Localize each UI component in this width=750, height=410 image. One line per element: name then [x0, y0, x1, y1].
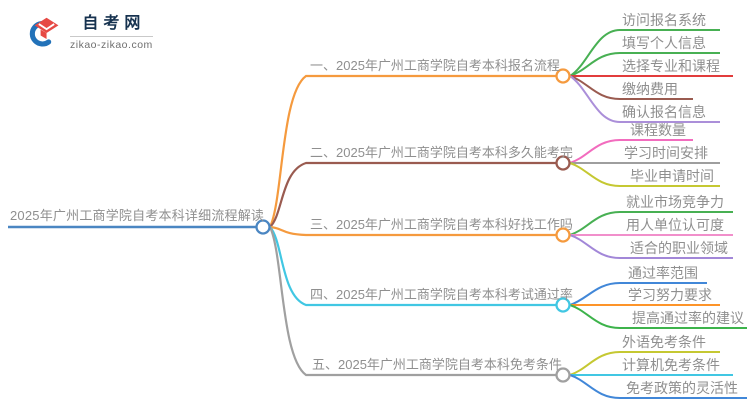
- branch-5-child-2-label: 计算机免考条件: [622, 357, 720, 373]
- branch-3-child-1-line: [569, 211, 733, 236]
- branch-5-line: [269, 226, 556, 377]
- branch-2-child-3-line: [569, 162, 720, 187]
- branch-2-child-3-label: 毕业申请时间: [630, 168, 714, 184]
- branch-1-child-4-label: 缴纳费用: [622, 81, 678, 97]
- branch-5-child-1-label: 外语免考条件: [622, 334, 706, 350]
- branch-2-node-circle: [555, 155, 571, 171]
- root-topic-label: 2025年广州工商学院自考本科详细流程解读: [10, 208, 265, 223]
- branch-1-child-4-line: [569, 75, 693, 100]
- root-node-circle: [255, 219, 271, 235]
- branch-1-child-5-line: [569, 75, 720, 123]
- branch-3-child-3-label: 适合的职业领域: [630, 240, 728, 256]
- branch-3-node-circle: [555, 227, 571, 243]
- logo-divider: [70, 36, 153, 37]
- branch-1-child-5-label: 确认报名信息: [622, 104, 706, 120]
- site-logo: 自考网 zikao-zikao.com: [27, 14, 153, 51]
- branch-4-child-1-line: [569, 282, 707, 306]
- branch-3-label: 三、2025年广州工商学院自考本科好找工作吗: [310, 217, 573, 232]
- branch-1-line: [269, 74, 556, 228]
- branch-3-child-3-line: [569, 234, 733, 259]
- branch-2-line: [269, 161, 556, 228]
- branch-4-child-1-label: 通过率范围: [628, 265, 698, 281]
- branch-4-child-2-label: 学习努力要求: [628, 287, 712, 303]
- branch-4-label: 四、2025年广州工商学院自考本科考试通过率: [310, 287, 573, 302]
- branch-5-child-3-label: 免考政策的灵活性: [626, 380, 738, 396]
- branch-5-child-1-line: [569, 351, 720, 376]
- branch-4-node-circle: [555, 297, 571, 313]
- branch-5-node-circle: [555, 367, 571, 383]
- branch-2-child-1-label: 课程数量: [630, 122, 686, 138]
- branch-3-child-1-label: 就业市场竞争力: [626, 194, 724, 210]
- branch-4-child-3-label: 提高通过率的建议: [632, 310, 744, 326]
- branch-1-node-circle: [555, 68, 571, 84]
- graduation-cap-logo-icon: [29, 17, 59, 46]
- branch-1-label: 一、2025年广州工商学院自考本科报名流程: [310, 58, 560, 73]
- branch-1-child-1-line: [569, 29, 720, 77]
- logo-text: 自考网 zikao-zikao.com: [70, 14, 153, 51]
- branch-3-line: [269, 225, 556, 237]
- branch-1-child-3-label: 选择专业和课程: [622, 58, 720, 74]
- branch-1-child-2-label: 填写个人信息: [622, 35, 706, 51]
- site-url: zikao-zikao.com: [70, 39, 153, 51]
- branch-2-child-2-label: 学习时间安排: [624, 145, 708, 161]
- branch-5-label: 五、2025年广州工商学院自考本科免考条件: [312, 357, 562, 372]
- site-name: 自考网: [82, 15, 146, 32]
- branch-5-child-3-line: [569, 374, 747, 399]
- branch-2-label: 二、2025年广州工商学院自考本科多久能考完: [310, 145, 573, 160]
- branch-1-child-1-label: 访问报名系统: [622, 12, 706, 28]
- branch-4-line: [269, 226, 556, 307]
- branch-2-child-1-line: [569, 139, 693, 164]
- branch-4-child-3-line: [569, 304, 747, 329]
- branch-1-child-2-line: [569, 52, 720, 77]
- branch-3-child-2-label: 用人单位认可度: [626, 217, 724, 233]
